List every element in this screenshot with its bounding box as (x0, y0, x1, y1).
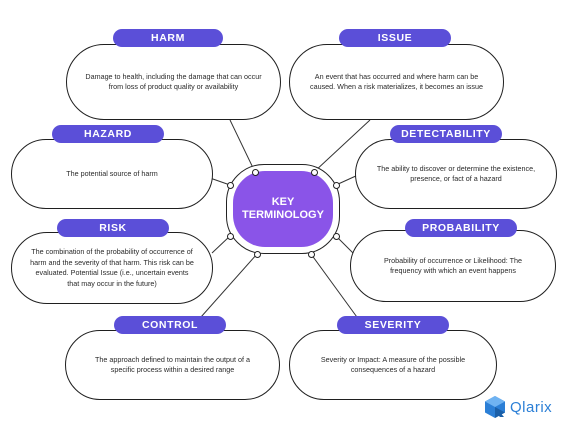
severity-box: Severity or Impact: A measure of the pos… (289, 330, 497, 400)
detectability-box: The ability to discover or determine the… (355, 139, 557, 209)
issue-description: An event that has occurred and where har… (310, 71, 483, 92)
connector-harm (229, 119, 256, 173)
node-severity (307, 250, 315, 258)
hazard-label: HAZARD (52, 125, 164, 143)
risk-box: The combination of the probability of oc… (11, 232, 213, 304)
harm-description: Damage to health, including the damage t… (85, 71, 262, 92)
detectability-description: The ability to discover or determine the… (376, 163, 536, 184)
probability-description: Probability of occurrence or Likelihood:… (383, 255, 523, 276)
center-label: KEY TERMINOLOGY (233, 171, 333, 247)
control-description: The approach defined to maintain the out… (94, 354, 251, 375)
severity-label: SEVERITY (337, 316, 449, 334)
issue-label: ISSUE (339, 29, 451, 47)
qlarix-logo-icon (485, 396, 505, 418)
harm-box: Damage to health, including the damage t… (66, 44, 281, 120)
logo-text: Qlarix (510, 398, 553, 416)
harm-label: HARM (113, 29, 223, 47)
severity-description: Severity or Impact: A measure of the pos… (320, 354, 466, 375)
node-hazard (226, 181, 234, 189)
node-detectability (332, 181, 340, 189)
node-harm (251, 168, 259, 176)
control-box: The approach defined to maintain the out… (65, 330, 280, 400)
center-hub: KEY TERMINOLOGY (226, 164, 340, 254)
node-control (253, 250, 261, 258)
detectability-label: DETECTABILITY (390, 125, 502, 143)
risk-description: The combination of the probability of oc… (30, 247, 194, 288)
probability-label: PROBABILITY (405, 219, 517, 237)
node-probability (332, 232, 340, 240)
node-issue (310, 168, 318, 176)
connector-detectability (335, 174, 359, 186)
node-risk (226, 232, 234, 240)
probability-box: Probability of occurrence or Likelihood:… (350, 230, 556, 302)
issue-box: An event that has occurred and where har… (289, 44, 504, 120)
qlarix-logo: Qlarix (484, 395, 552, 419)
control-label: CONTROL (114, 316, 226, 334)
hazard-description: The potential source of harm (66, 168, 158, 178)
connector-issue (313, 119, 371, 173)
risk-label: RISK (57, 219, 169, 237)
hazard-box: The potential source of harm (11, 139, 213, 209)
